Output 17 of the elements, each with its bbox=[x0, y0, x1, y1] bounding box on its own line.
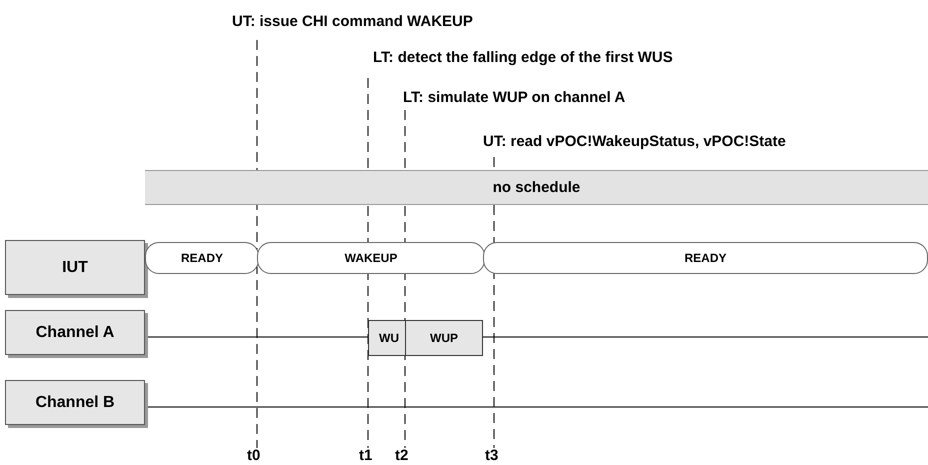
event-annotation: LT: detect the falling edge of the first WUS bbox=[373, 49, 673, 66]
signal-box: WUP bbox=[405, 320, 483, 356]
time-label: t1 bbox=[359, 447, 372, 464]
state-segment: READY bbox=[483, 242, 928, 274]
lane-label-box: Channel B bbox=[5, 380, 145, 425]
schedule-band: no schedule bbox=[145, 170, 928, 205]
time-label: t3 bbox=[485, 447, 498, 464]
state-segment: WAKEUP bbox=[257, 242, 485, 274]
time-label: t2 bbox=[395, 447, 408, 464]
event-annotation: LT: simulate WUP on channel A bbox=[403, 89, 626, 106]
event-annotation: UT: read vPOC!WakeupStatus, vPOC!State bbox=[483, 133, 786, 150]
state-segment: READY bbox=[145, 242, 259, 274]
signal-box: WU bbox=[368, 320, 406, 356]
lane-label-box: IUT bbox=[5, 240, 145, 295]
lane-label-box: Channel A bbox=[5, 310, 145, 355]
event-annotation: UT: issue CHI command WAKEUP bbox=[232, 13, 473, 30]
time-label: t0 bbox=[247, 447, 260, 464]
